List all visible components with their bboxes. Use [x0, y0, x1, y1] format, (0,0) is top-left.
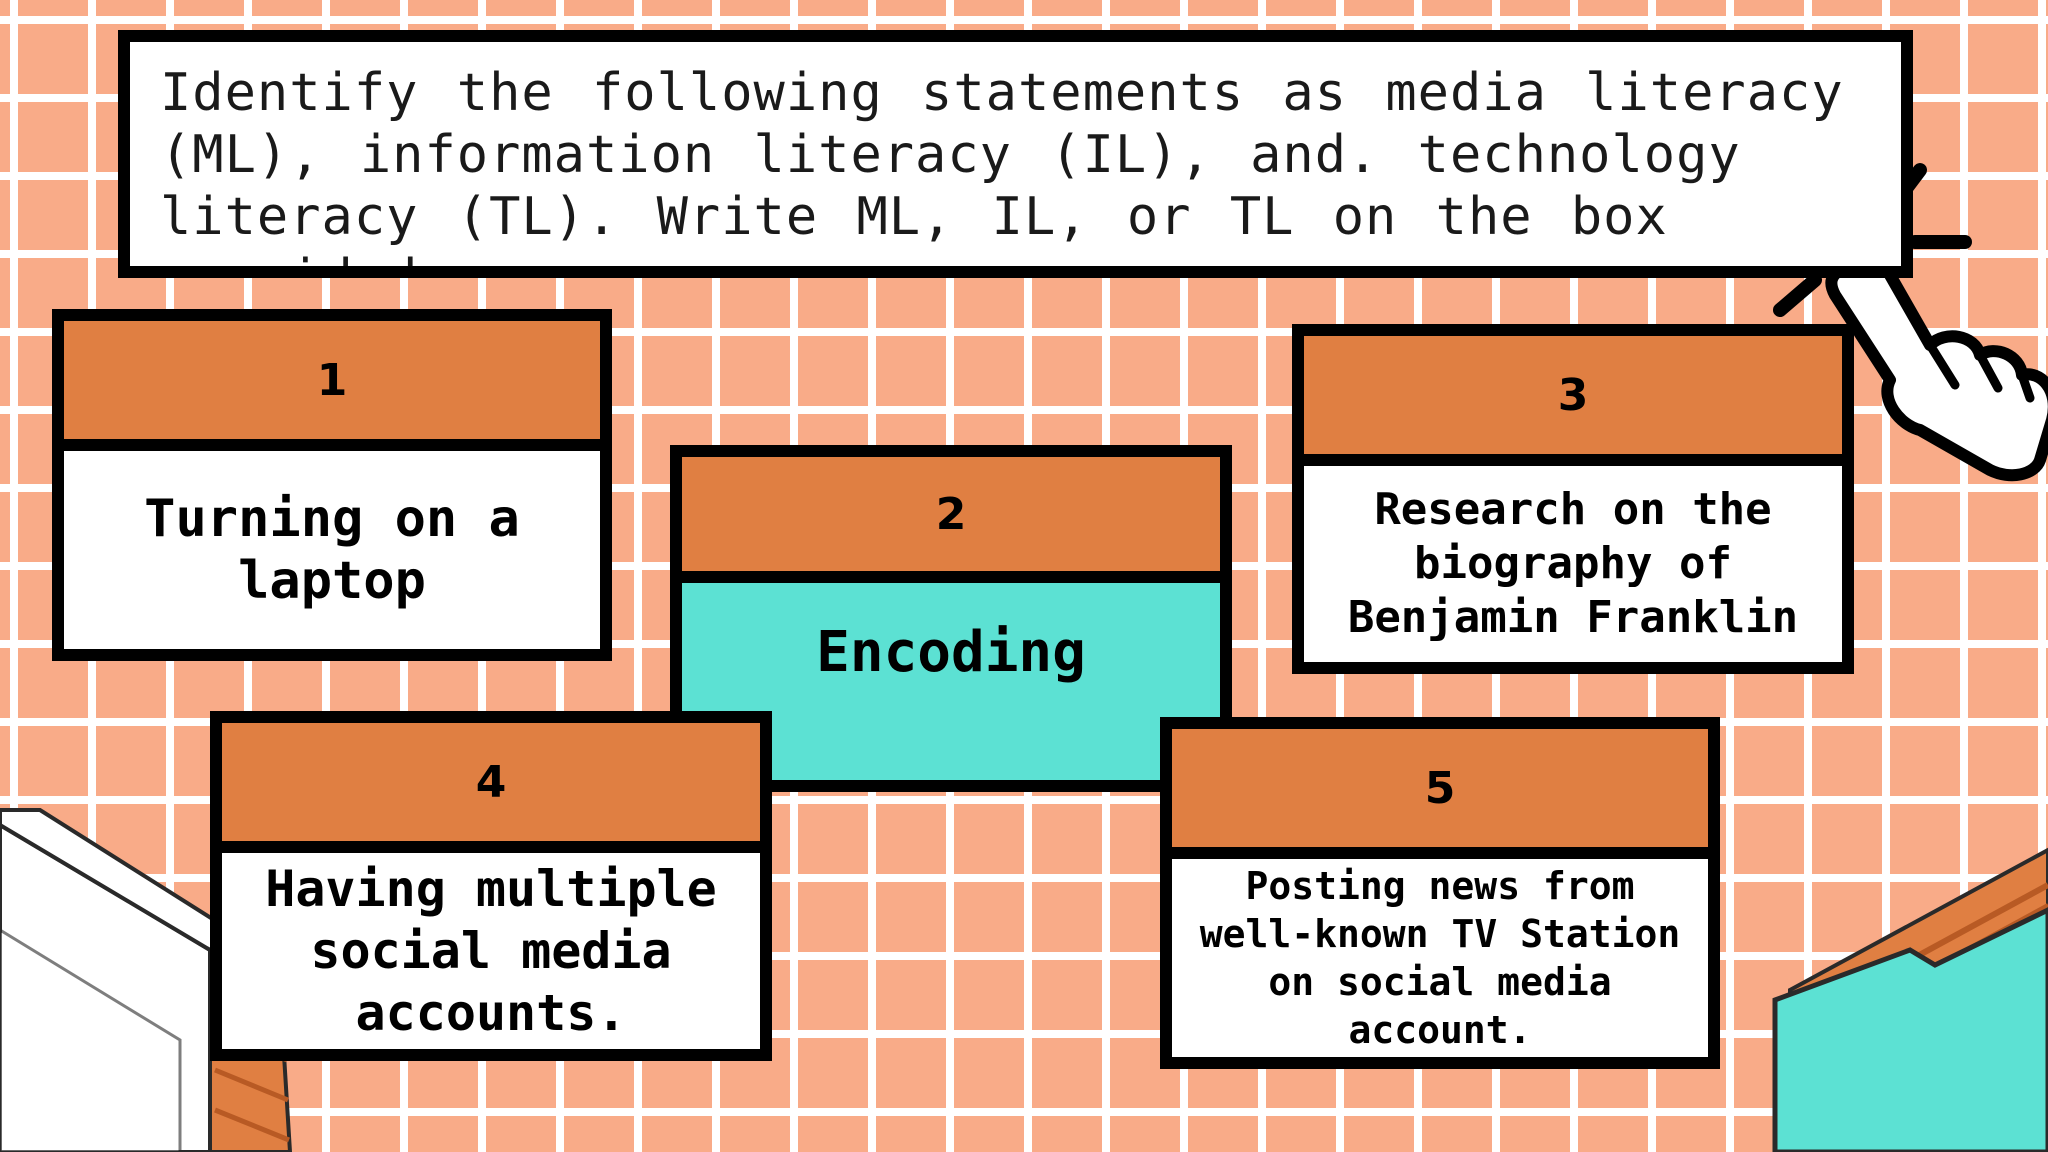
statement-card-3: 3 Research on the biography of Benjamin … [1292, 324, 1854, 674]
statement-card-1: 1 Turning on a laptop [52, 309, 612, 661]
statement-card-4: 4 Having multiple social media accounts. [210, 711, 772, 1061]
card-number: 4 [222, 723, 760, 853]
card-statement: Turning on a laptop [144, 489, 520, 611]
folder-icon [1772, 847, 2048, 1152]
card-statement: Having multiple social media accounts. [265, 860, 717, 1042]
card-number: 3 [1304, 336, 1842, 466]
card-number: 5 [1172, 729, 1708, 859]
card-statement: Research on the biography of Benjamin Fr… [1347, 484, 1799, 643]
card-statement: Encoding [682, 583, 1220, 780]
statement-card-5: 5 Posting news from well-known TV Statio… [1160, 717, 1720, 1069]
card-number: 1 [64, 321, 600, 451]
card-number: 2 [682, 457, 1220, 583]
card-statement: Posting news from well-known TV Station … [1199, 864, 1681, 1052]
instruction-text: Identify the following statements as med… [160, 63, 1844, 266]
instruction-box: Identify the following statements as med… [118, 30, 1913, 278]
